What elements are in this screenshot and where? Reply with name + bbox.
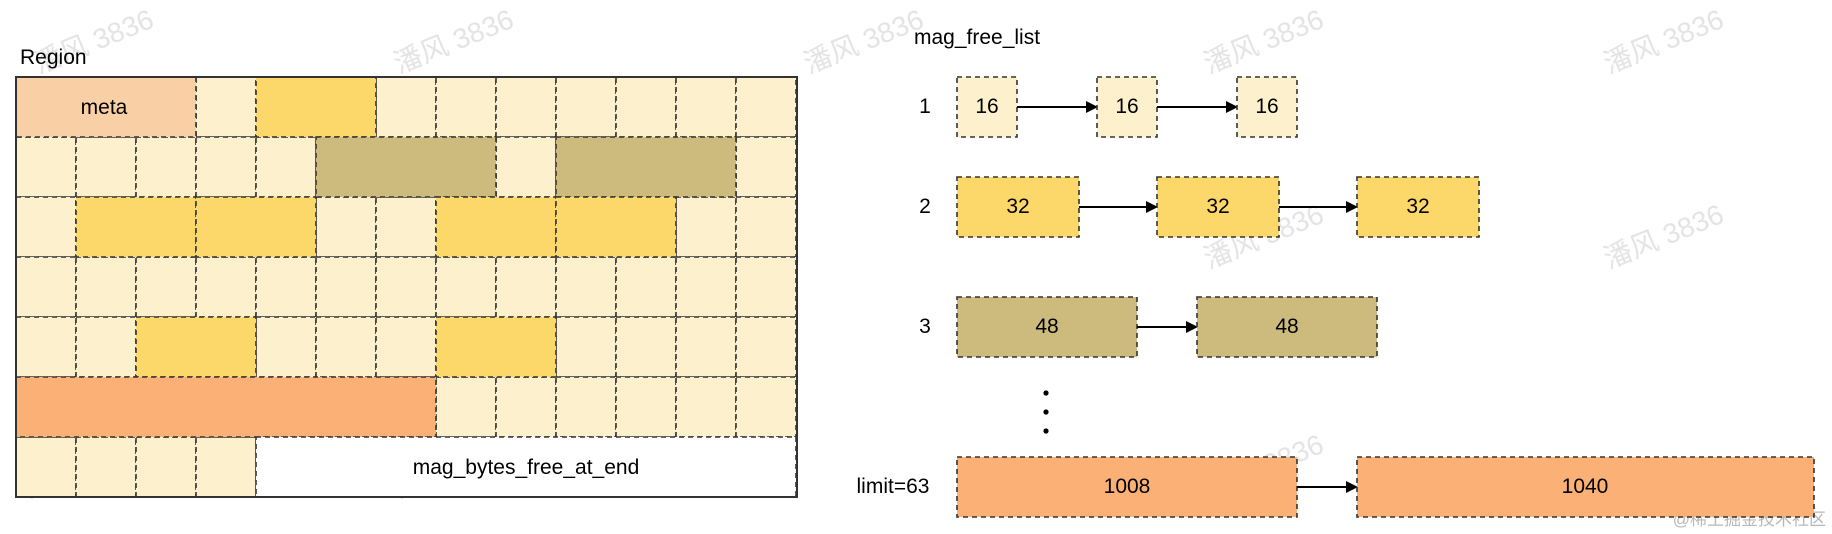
region-cell: [375, 76, 437, 138]
free-list-row-index: 3: [919, 315, 931, 338]
region-cell: [615, 256, 677, 318]
free-block-size: 16: [1255, 95, 1278, 118]
region-cell: [315, 256, 377, 318]
free-block-16: [956, 76, 1018, 138]
region-cell: [615, 76, 677, 138]
region-cell: [495, 76, 557, 138]
region-cell: [495, 136, 557, 198]
region-cell: [15, 256, 77, 318]
region-cell: [435, 256, 497, 318]
region-cell: [15, 436, 77, 498]
region-cell: [675, 256, 737, 318]
region-cell: [555, 76, 617, 138]
region-cell: [195, 436, 257, 498]
free-at-end-label: mag_bytes_free_at_end: [413, 456, 640, 479]
region-cell: [555, 316, 617, 378]
region-cell: [195, 76, 257, 138]
region-cell: [735, 316, 797, 378]
region-cell: [675, 196, 737, 258]
region-cell: [255, 256, 317, 318]
free-block-16: [1096, 76, 1158, 138]
region-cell: [675, 76, 737, 138]
region-title: Region: [20, 46, 87, 69]
block-32: [255, 76, 377, 138]
region-cell: [735, 376, 797, 438]
region-cell: [255, 316, 317, 378]
block-32: [195, 196, 317, 258]
region-cell: [435, 76, 497, 138]
region-cell: [735, 196, 797, 258]
block-32: [435, 316, 557, 378]
region-cell: [555, 256, 617, 318]
free-block-size: 1040: [1562, 475, 1609, 498]
region-cell: [675, 316, 737, 378]
region-cell: [75, 256, 137, 318]
block-48: [315, 136, 497, 198]
block-32: [435, 196, 557, 258]
free-list-row-index: 2: [919, 195, 931, 218]
region-cell: [195, 136, 257, 198]
free-block-32: [1156, 176, 1280, 238]
region-cell: [195, 256, 257, 318]
free-block-size: 16: [1115, 95, 1138, 118]
block-32: [75, 196, 197, 258]
free-block-size: 1008: [1104, 475, 1151, 498]
block-32: [135, 316, 257, 378]
free-at-end-area: [255, 436, 797, 498]
free-block-32: [1356, 176, 1480, 238]
region-cell: [75, 436, 137, 498]
free-block-1040: [1356, 456, 1815, 518]
free-block-48: [1196, 296, 1378, 358]
region-cell: [375, 256, 437, 318]
free-block-size: 48: [1275, 315, 1298, 338]
region-cell: [375, 316, 437, 378]
free-block-16: [1236, 76, 1298, 138]
free-block-48: [956, 296, 1138, 358]
region-cell: [495, 376, 557, 438]
free-list-row-index: limit=63: [857, 475, 930, 498]
free-block-32: [956, 176, 1080, 238]
region-cell: [495, 256, 557, 318]
region-cell: [135, 256, 197, 318]
region-outline: [15, 76, 798, 498]
region-cell: [735, 256, 797, 318]
block-large: [15, 376, 437, 438]
region-cell: [15, 316, 77, 378]
region-cell: [75, 136, 137, 198]
region-cell: [135, 436, 197, 498]
region-cell: [135, 136, 197, 198]
region-cell: [555, 376, 617, 438]
free-block-size: 16: [975, 95, 998, 118]
meta-label: meta: [81, 96, 128, 119]
region-grid: [15, 76, 797, 498]
block-32: [555, 196, 677, 258]
block-48: [555, 136, 737, 198]
region-cell: [75, 316, 137, 378]
free-block-size: 32: [1006, 195, 1029, 218]
free-list-title: mag_free_list: [914, 26, 1040, 49]
region-cell: [615, 376, 677, 438]
region-cell: [255, 136, 317, 198]
region-cell: [735, 136, 797, 198]
ellipsis-dots: [1043, 390, 1049, 434]
region-cell: [15, 136, 77, 198]
region-cell: [675, 376, 737, 438]
region-cell: [615, 316, 677, 378]
region-cell: [375, 196, 437, 258]
region-cell: [435, 376, 497, 438]
region-cell: [315, 316, 377, 378]
region-cell: [315, 196, 377, 258]
free-list-row-index: 1: [919, 95, 931, 118]
free-block-size: 48: [1035, 315, 1058, 338]
region-cell: [735, 76, 797, 138]
meta-block: [15, 76, 197, 138]
region-cell: [15, 196, 77, 258]
free-block-size: 32: [1206, 195, 1229, 218]
free-block-size: 32: [1406, 195, 1429, 218]
